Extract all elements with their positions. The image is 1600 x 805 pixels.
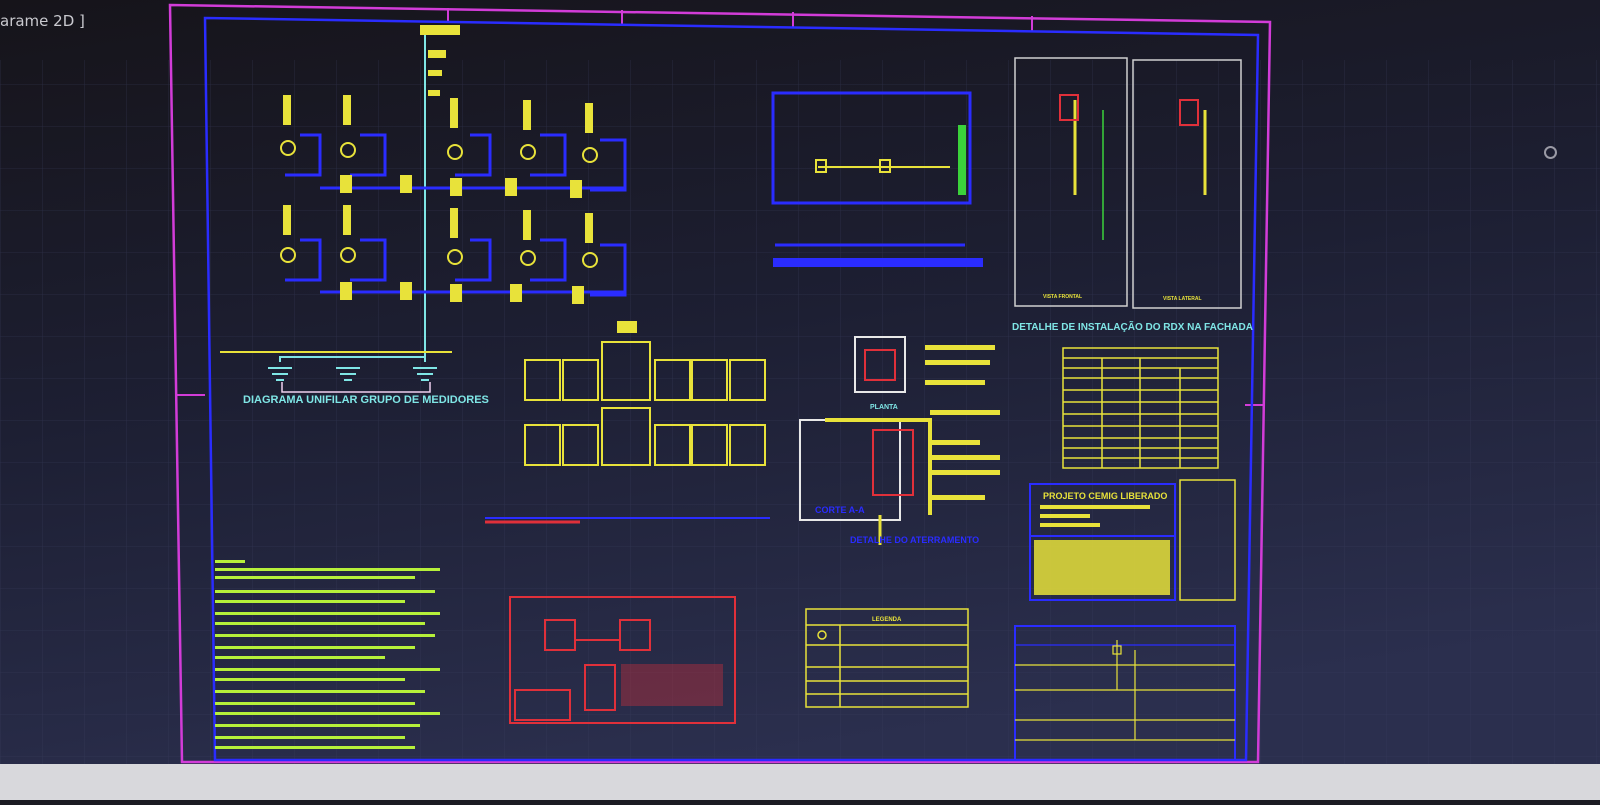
rdx-side-view-label: VISTA LATERAL: [1163, 296, 1202, 302]
unifilar-diagram-title: DIAGRAMA UNIFILAR GRUPO DE MEDIDORES: [243, 394, 489, 406]
grid: [0, 60, 1600, 770]
conductor-sizing-table: [1062, 347, 1219, 469]
general-notes: [215, 560, 440, 749]
status-bar: [0, 764, 1600, 800]
ground-plan-detail: [771, 91, 983, 267]
project-approved-stamp: PROJETO CEMIG LIBERADO: [1043, 491, 1167, 501]
title-block: [1014, 625, 1236, 761]
grounding-detail-title: DETALHE DO ATERRAMENTO: [850, 535, 979, 545]
viewport-controls-label[interactable]: arame 2D ]: [0, 12, 85, 30]
legend-title: LEGENDA: [872, 617, 902, 623]
planta-label: PLANTA: [870, 404, 898, 411]
viewcube-icon[interactable]: [1544, 146, 1557, 159]
grounding-detail: [799, 336, 1000, 545]
outer-sheet-frame: [168, 3, 1272, 764]
meter-box-elevation: [485, 321, 770, 524]
rdx-facade-detail: [1014, 57, 1242, 309]
rdx-detail-title: DETALHE DE INSTALAÇÃO DO RDX NA FACHADA: [1012, 320, 1253, 333]
inner-sheet-frame: [203, 16, 1260, 762]
meter-installation-red-detail: [509, 596, 736, 724]
corte-aa-label: CORTE A-A: [815, 505, 865, 515]
unifilar-diagram: [220, 25, 627, 393]
legend-table: [805, 608, 969, 708]
rdx-front-view-label: VISTA FRONTAL: [1043, 294, 1082, 300]
cemig-approval-stamp: [1029, 479, 1236, 601]
